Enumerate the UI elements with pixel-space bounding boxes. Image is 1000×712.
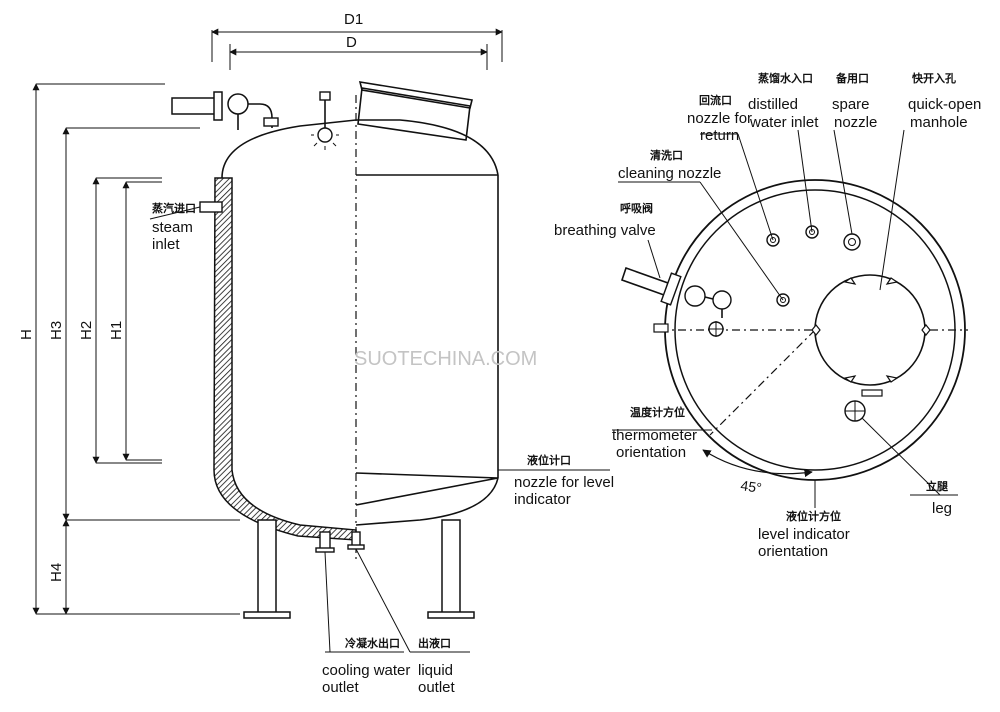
svg-text:quick-open: quick-open (908, 96, 981, 113)
side-view: D1 D H H3 H2 H1 H4 (18, 11, 614, 696)
svg-text:呼吸阀: 呼吸阀 (620, 201, 653, 215)
label-liquid-outlet: 出液口 liquid outlet (355, 548, 470, 696)
svg-text:orientation: orientation (616, 444, 686, 461)
dimension-h4-label: H4 (48, 563, 65, 582)
label-cleaning: 清洗口 cleaning nozzle (618, 148, 784, 301)
breathing-valve-top (620, 266, 732, 318)
svg-text:distilled: distilled (748, 96, 798, 113)
svg-text:manhole: manhole (910, 114, 968, 131)
svg-text:清洗口: 清洗口 (650, 148, 683, 162)
dimension-d-label: D (346, 34, 357, 51)
dimension-h2-label: H2 (78, 321, 95, 340)
dimension-h-label: H (18, 329, 35, 340)
label-steam-inlet: 蒸汽进口 steam inlet (149, 201, 201, 253)
svg-text:立腿: 立腿 (926, 479, 949, 493)
label-manhole: 快开入孔 quick-open manhole (879, 71, 981, 291)
svg-text:nozzle: nozzle (834, 114, 877, 131)
watermark: SUOTECHINA.COM (354, 348, 537, 370)
label-level-orientation: 液位计方位 level indicator orientation (758, 480, 850, 560)
label-thermometer: 温度计方位 thermometer orientation (612, 405, 712, 461)
svg-text:蒸汽进口: 蒸汽进口 (152, 201, 196, 215)
svg-text:orientation: orientation (758, 543, 828, 560)
angle-label: 45° (740, 477, 763, 496)
svg-text:leg: leg (932, 500, 952, 517)
svg-text:液位计方位: 液位计方位 (786, 509, 841, 523)
svg-text:outlet: outlet (322, 679, 360, 696)
svg-text:steam: steam (152, 219, 193, 236)
dimension-d: D (229, 34, 488, 70)
svg-text:breathing valve: breathing valve (554, 222, 656, 239)
svg-text:cooling water: cooling water (322, 662, 410, 679)
svg-text:温度计方位: 温度计方位 (630, 405, 685, 419)
dimension-d1-label: D1 (344, 11, 363, 28)
svg-text:nozzle for level: nozzle for level (514, 474, 614, 491)
svg-text:inlet: inlet (152, 236, 180, 253)
label-leg: 立腿 leg (861, 417, 958, 517)
manhole-circle (814, 274, 926, 386)
label-spare: 备用口 spare nozzle (832, 71, 877, 235)
label-level-nozzle: 液位计口 nozzle for level indicator (498, 453, 614, 508)
label-cooling-outlet: 冷凝水出口 cooling water outlet (322, 551, 410, 696)
svg-text:thermometer: thermometer (612, 427, 697, 444)
svg-text:出液口: 出液口 (418, 636, 451, 650)
svg-text:level indicator: level indicator (758, 526, 850, 543)
label-breathing: 呼吸阀 breathing valve (554, 201, 661, 279)
svg-text:回流口: 回流口 (699, 93, 732, 107)
tank-legs (243, 519, 475, 619)
svg-text:备用口: 备用口 (835, 71, 869, 85)
svg-text:outlet: outlet (418, 679, 456, 696)
svg-text:cleaning nozzle: cleaning nozzle (618, 165, 721, 182)
svg-text:冷凝水出口: 冷凝水出口 (345, 636, 400, 650)
svg-text:return: return (700, 127, 739, 144)
vertical-dimensions: H H3 H2 H1 H4 (18, 83, 240, 615)
tank-body (171, 81, 499, 560)
label-distilled: 蒸馏水入口 distilled water inlet (748, 71, 819, 233)
dimension-d1: D1 (211, 11, 503, 62)
dimension-h1-label: H1 (108, 321, 125, 340)
svg-text:indicator: indicator (514, 491, 571, 508)
svg-text:liquid: liquid (418, 662, 453, 679)
svg-text:water inlet: water inlet (749, 114, 819, 131)
svg-text:液位计口: 液位计口 (527, 453, 571, 467)
svg-text:快开入孔: 快开入孔 (911, 71, 956, 85)
dimension-h3-label: H3 (48, 321, 65, 340)
top-nozzles (653, 225, 866, 422)
svg-text:nozzle for: nozzle for (687, 110, 752, 127)
top-view: 45° 回流口 nozzle for return 蒸馏水入口 distille… (554, 71, 981, 560)
svg-text:蒸馏水入口: 蒸馏水入口 (758, 71, 813, 85)
label-return: 回流口 nozzle for return (687, 93, 774, 241)
svg-text:spare: spare (832, 96, 870, 113)
